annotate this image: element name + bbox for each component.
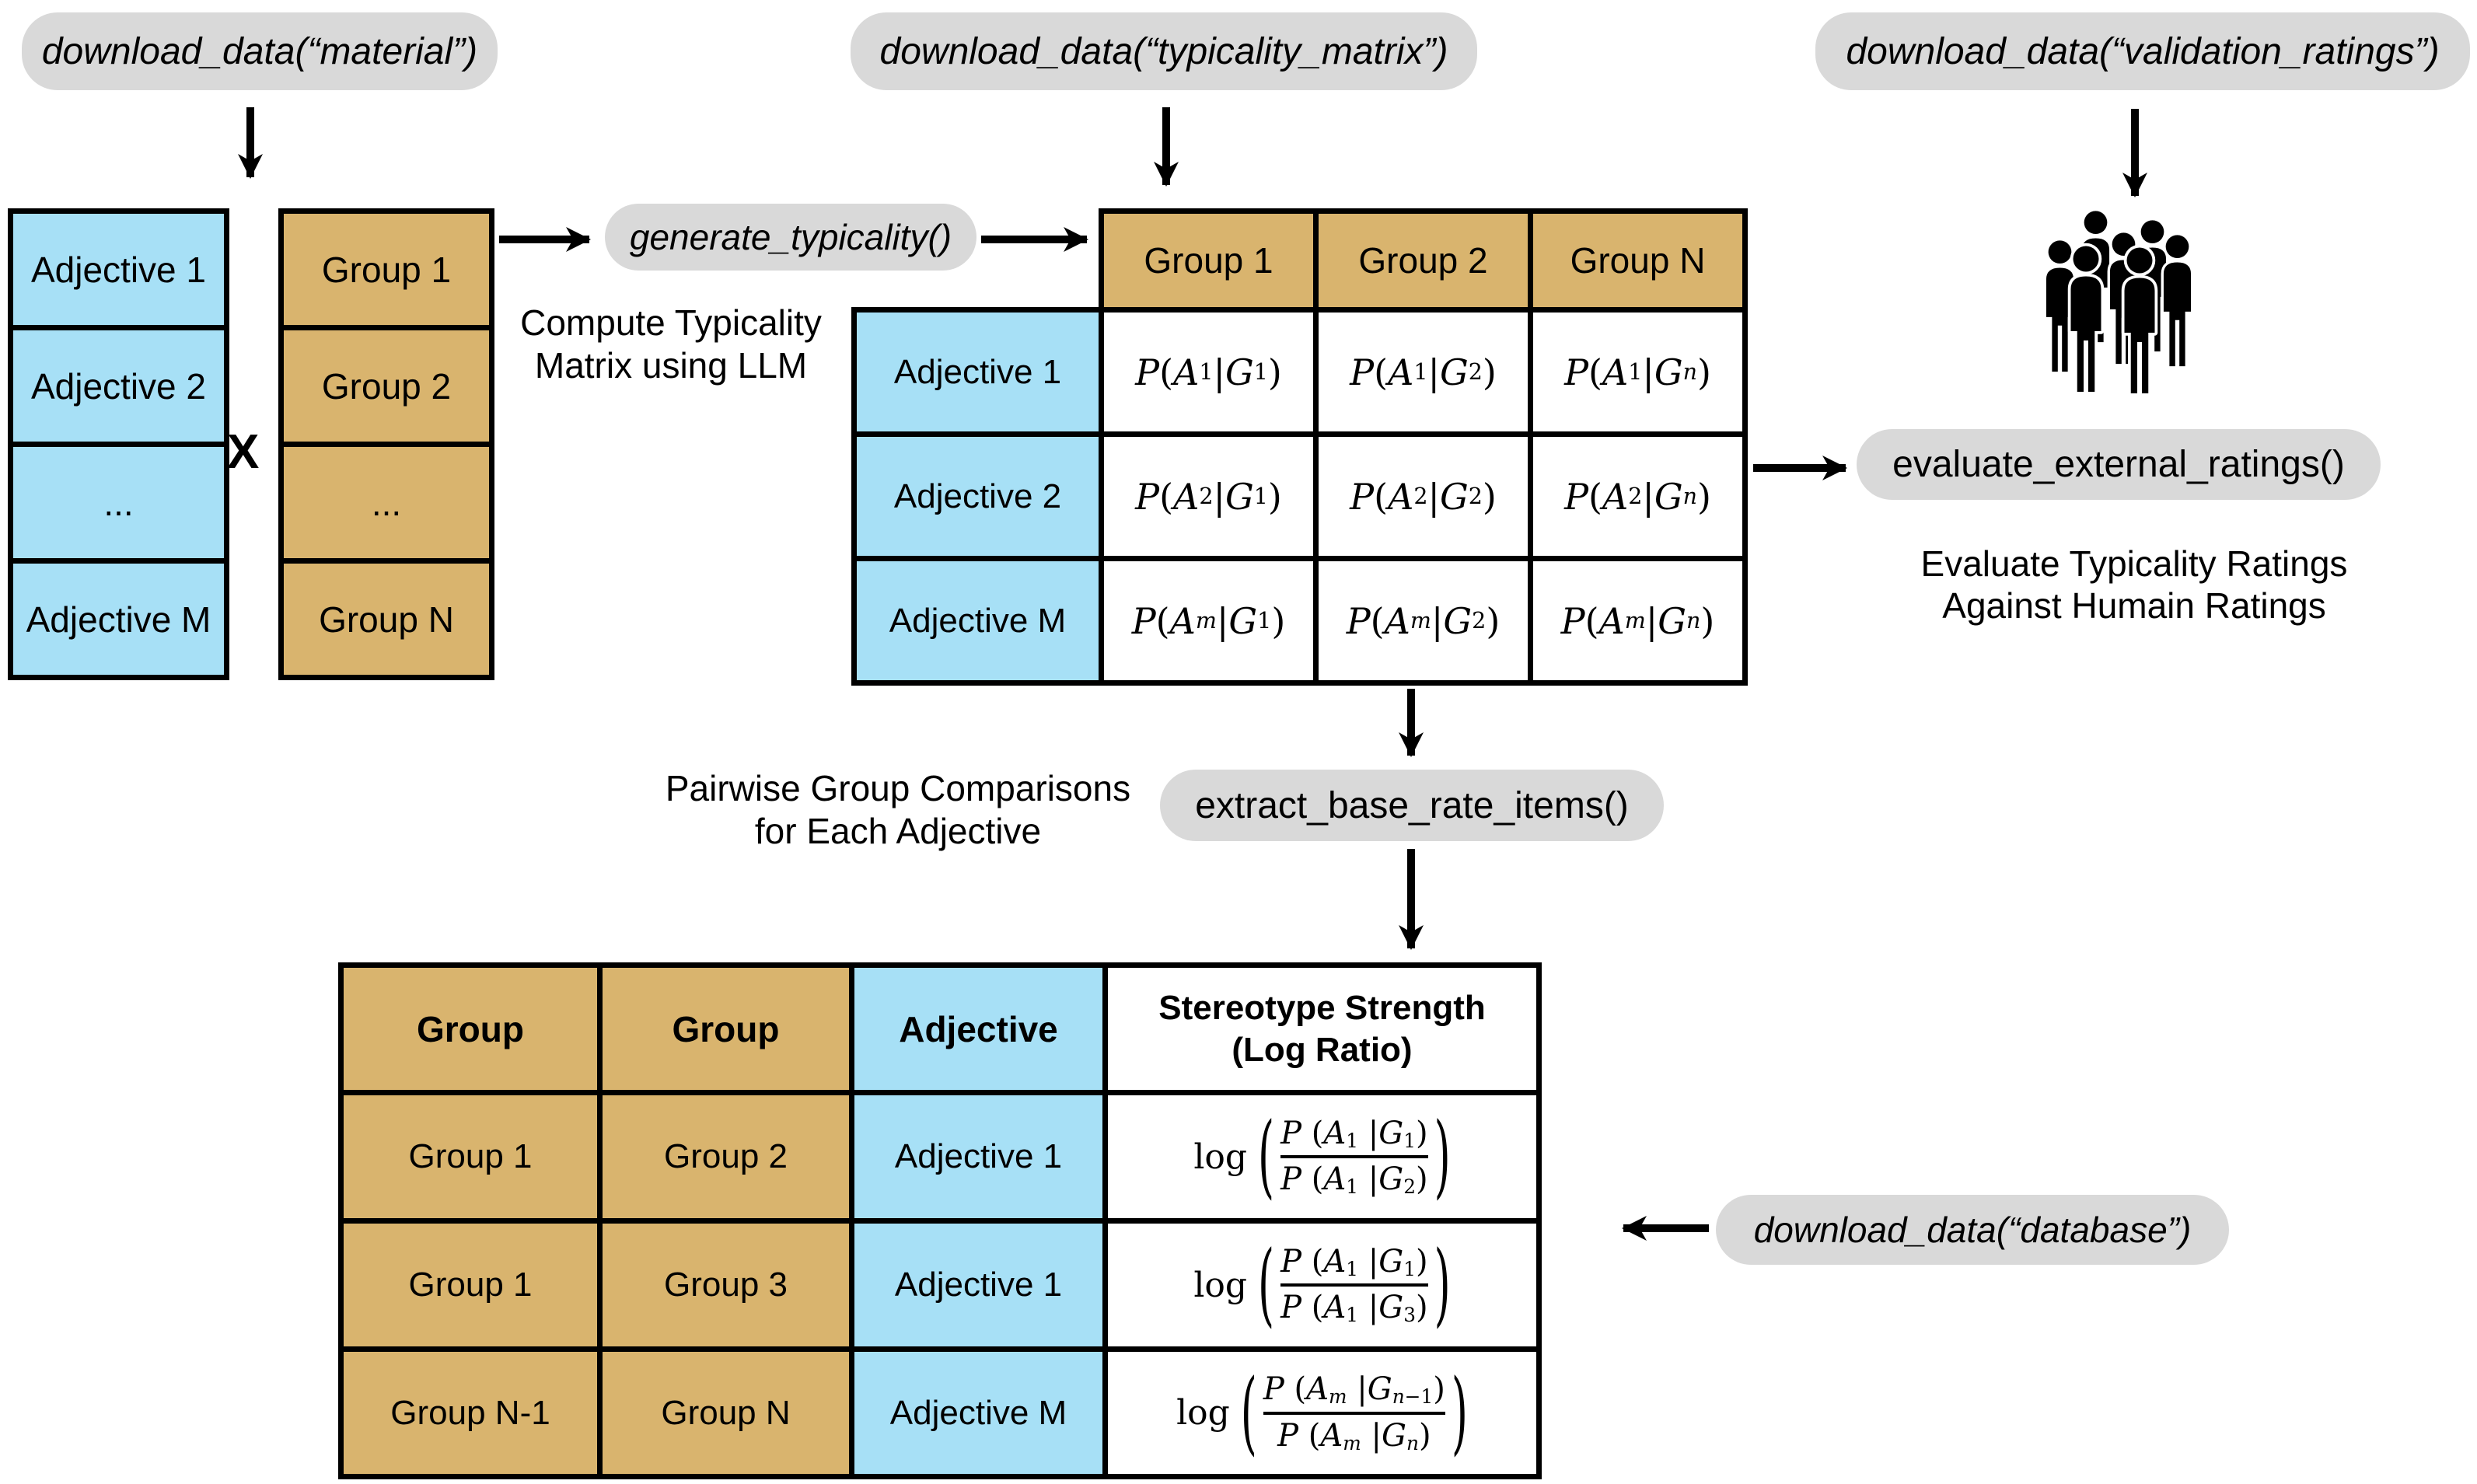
fraction-numerator: P (Am |Gn−1) xyxy=(1263,1371,1445,1409)
table-header-group-a: Group xyxy=(344,968,597,1090)
adjective-list: Adjective 1 Adjective 2 ... Adjective M xyxy=(8,208,229,680)
matrix-row-header: Adjective 2 xyxy=(857,437,1099,556)
cross-product-operator: X xyxy=(227,425,260,479)
adjective-list-item: Adjective 1 xyxy=(13,214,224,325)
table-header-group-b: Group xyxy=(603,968,849,1090)
matrix-row-header: Adjective M xyxy=(857,561,1099,680)
group-list-item: Group 1 xyxy=(284,214,489,325)
matrix-col-header: Group N xyxy=(1533,214,1742,307)
table-cell-log-ratio: log ( P (A1 |G1) P (A1 |G2) ) xyxy=(1108,1095,1536,1218)
fraction-bar xyxy=(1263,1411,1445,1415)
log-ratio-formula: log ( P (A1 |G1) P (A1 |G2) ) xyxy=(1193,1111,1450,1201)
pill-download-material: download_data(“material”) xyxy=(22,12,498,90)
table-cell-group-b: Group 2 xyxy=(603,1095,849,1218)
fraction: P (Am |Gn−1) P (Am |Gn) xyxy=(1263,1371,1445,1454)
open-paren: ( xyxy=(1258,1103,1275,1209)
pill-download-database: download_data(“database”) xyxy=(1716,1195,2229,1265)
open-paren: ( xyxy=(1240,1359,1257,1465)
log-operator: log xyxy=(1176,1393,1230,1433)
table-header-adjective: Adjective xyxy=(854,968,1102,1090)
header-line: Stereotype Strength xyxy=(1158,988,1486,1027)
adjective-list-item: Adjective 2 xyxy=(13,330,224,442)
note-line: Evaluate Typicality Ratings xyxy=(1920,543,2348,584)
note-line: for Each Adjective xyxy=(754,811,1042,851)
table-cell-group-b: Group 3 xyxy=(603,1224,849,1346)
pairwise-comparisons-note: Pairwise Group Comparisons for Each Adje… xyxy=(599,767,1197,853)
close-paren: ) xyxy=(1434,1103,1451,1209)
note-line: Matrix using LLM xyxy=(534,345,808,386)
fraction-denominator: P (Am |Gn) xyxy=(1277,1417,1431,1454)
fraction-denominator: P (A1 |G2) xyxy=(1280,1161,1428,1199)
group-list: Group 1 Group 2 ... Group N xyxy=(278,208,494,680)
log-ratio-formula: log ( P (A1 |G1) P (A1 |G3) ) xyxy=(1193,1239,1450,1329)
close-paren: ) xyxy=(1434,1231,1451,1337)
adjective-list-item: Adjective M xyxy=(13,564,224,675)
table-cell-group-a: Group N-1 xyxy=(344,1352,597,1474)
table-cell-group-a: Group 1 xyxy=(344,1224,597,1346)
table-cell-group-a: Group 1 xyxy=(344,1095,597,1218)
adjective-list-item: ... xyxy=(13,447,224,558)
crowd-icon xyxy=(2028,204,2222,398)
log-ratio-formula: log ( P (Am |Gn−1) P (Am |Gn) ) xyxy=(1176,1367,1468,1457)
fraction-numerator: P (A1 |G1) xyxy=(1280,1115,1428,1152)
evaluate-ratings-note: Evaluate Typicality Ratings Against Huma… xyxy=(1850,543,2418,627)
table-cell-adjective: Adjective 1 xyxy=(854,1095,1102,1218)
log-operator: log xyxy=(1193,1137,1248,1177)
fraction-bar xyxy=(1280,1155,1428,1158)
fraction: P (A1 |G1) P (A1 |G2) xyxy=(1280,1115,1428,1199)
pill-evaluate-external-ratings: evaluate_external_ratings() xyxy=(1857,429,2381,500)
typicality-matrix-header: Group 1 Group 2 Group N xyxy=(1099,208,1748,307)
header-line: (Log Ratio) xyxy=(1232,1030,1413,1069)
note-line: Against Humain Ratings xyxy=(1942,585,2326,626)
pill-download-typicality-matrix: download_data(“typicality_matrix”) xyxy=(851,12,1477,90)
matrix-col-header: Group 2 xyxy=(1319,214,1528,307)
note-line: Pairwise Group Comparisons xyxy=(665,768,1131,808)
table-header-stereotype-strength: Stereotype Strength (Log Ratio) xyxy=(1108,968,1536,1090)
log-operator: log xyxy=(1193,1265,1248,1305)
base-rate-table: Group Group Adjective Stereotype Strengt… xyxy=(338,962,1542,1479)
group-list-item: ... xyxy=(284,447,489,558)
fraction-numerator: P (A1 |G1) xyxy=(1280,1243,1428,1280)
fraction-denominator: P (A1 |G3) xyxy=(1280,1290,1428,1327)
table-cell-adjective: Adjective 1 xyxy=(854,1224,1102,1346)
note-line: Compute Typicality xyxy=(520,302,822,343)
open-paren: ( xyxy=(1258,1231,1275,1337)
matrix-col-header: Group 1 xyxy=(1104,214,1313,307)
table-cell-adjective: Adjective M xyxy=(854,1352,1102,1474)
group-list-item: Group 2 xyxy=(284,330,489,442)
matrix-row-header: Adjective 1 xyxy=(857,313,1099,431)
table-cell-log-ratio: log ( P (Am |Gn−1) P (Am |Gn) ) xyxy=(1108,1352,1536,1474)
group-list-item: Group N xyxy=(284,564,489,675)
pill-download-validation-ratings: download_data(“validation_ratings”) xyxy=(1815,12,2470,90)
compute-typicality-note: Compute Typicality Matrix using LLM xyxy=(465,302,877,387)
fraction: P (A1 |G1) P (A1 |G3) xyxy=(1280,1243,1428,1327)
table-cell-log-ratio: log ( P (A1 |G1) P (A1 |G3) ) xyxy=(1108,1224,1536,1346)
close-paren: ) xyxy=(1451,1359,1468,1465)
pill-generate-typicality: generate_typicality() xyxy=(605,204,976,271)
fraction-bar xyxy=(1280,1283,1428,1287)
table-cell-group-b: Group N xyxy=(603,1352,849,1474)
pill-extract-base-rate-items: extract_base_rate_items() xyxy=(1160,770,1664,841)
